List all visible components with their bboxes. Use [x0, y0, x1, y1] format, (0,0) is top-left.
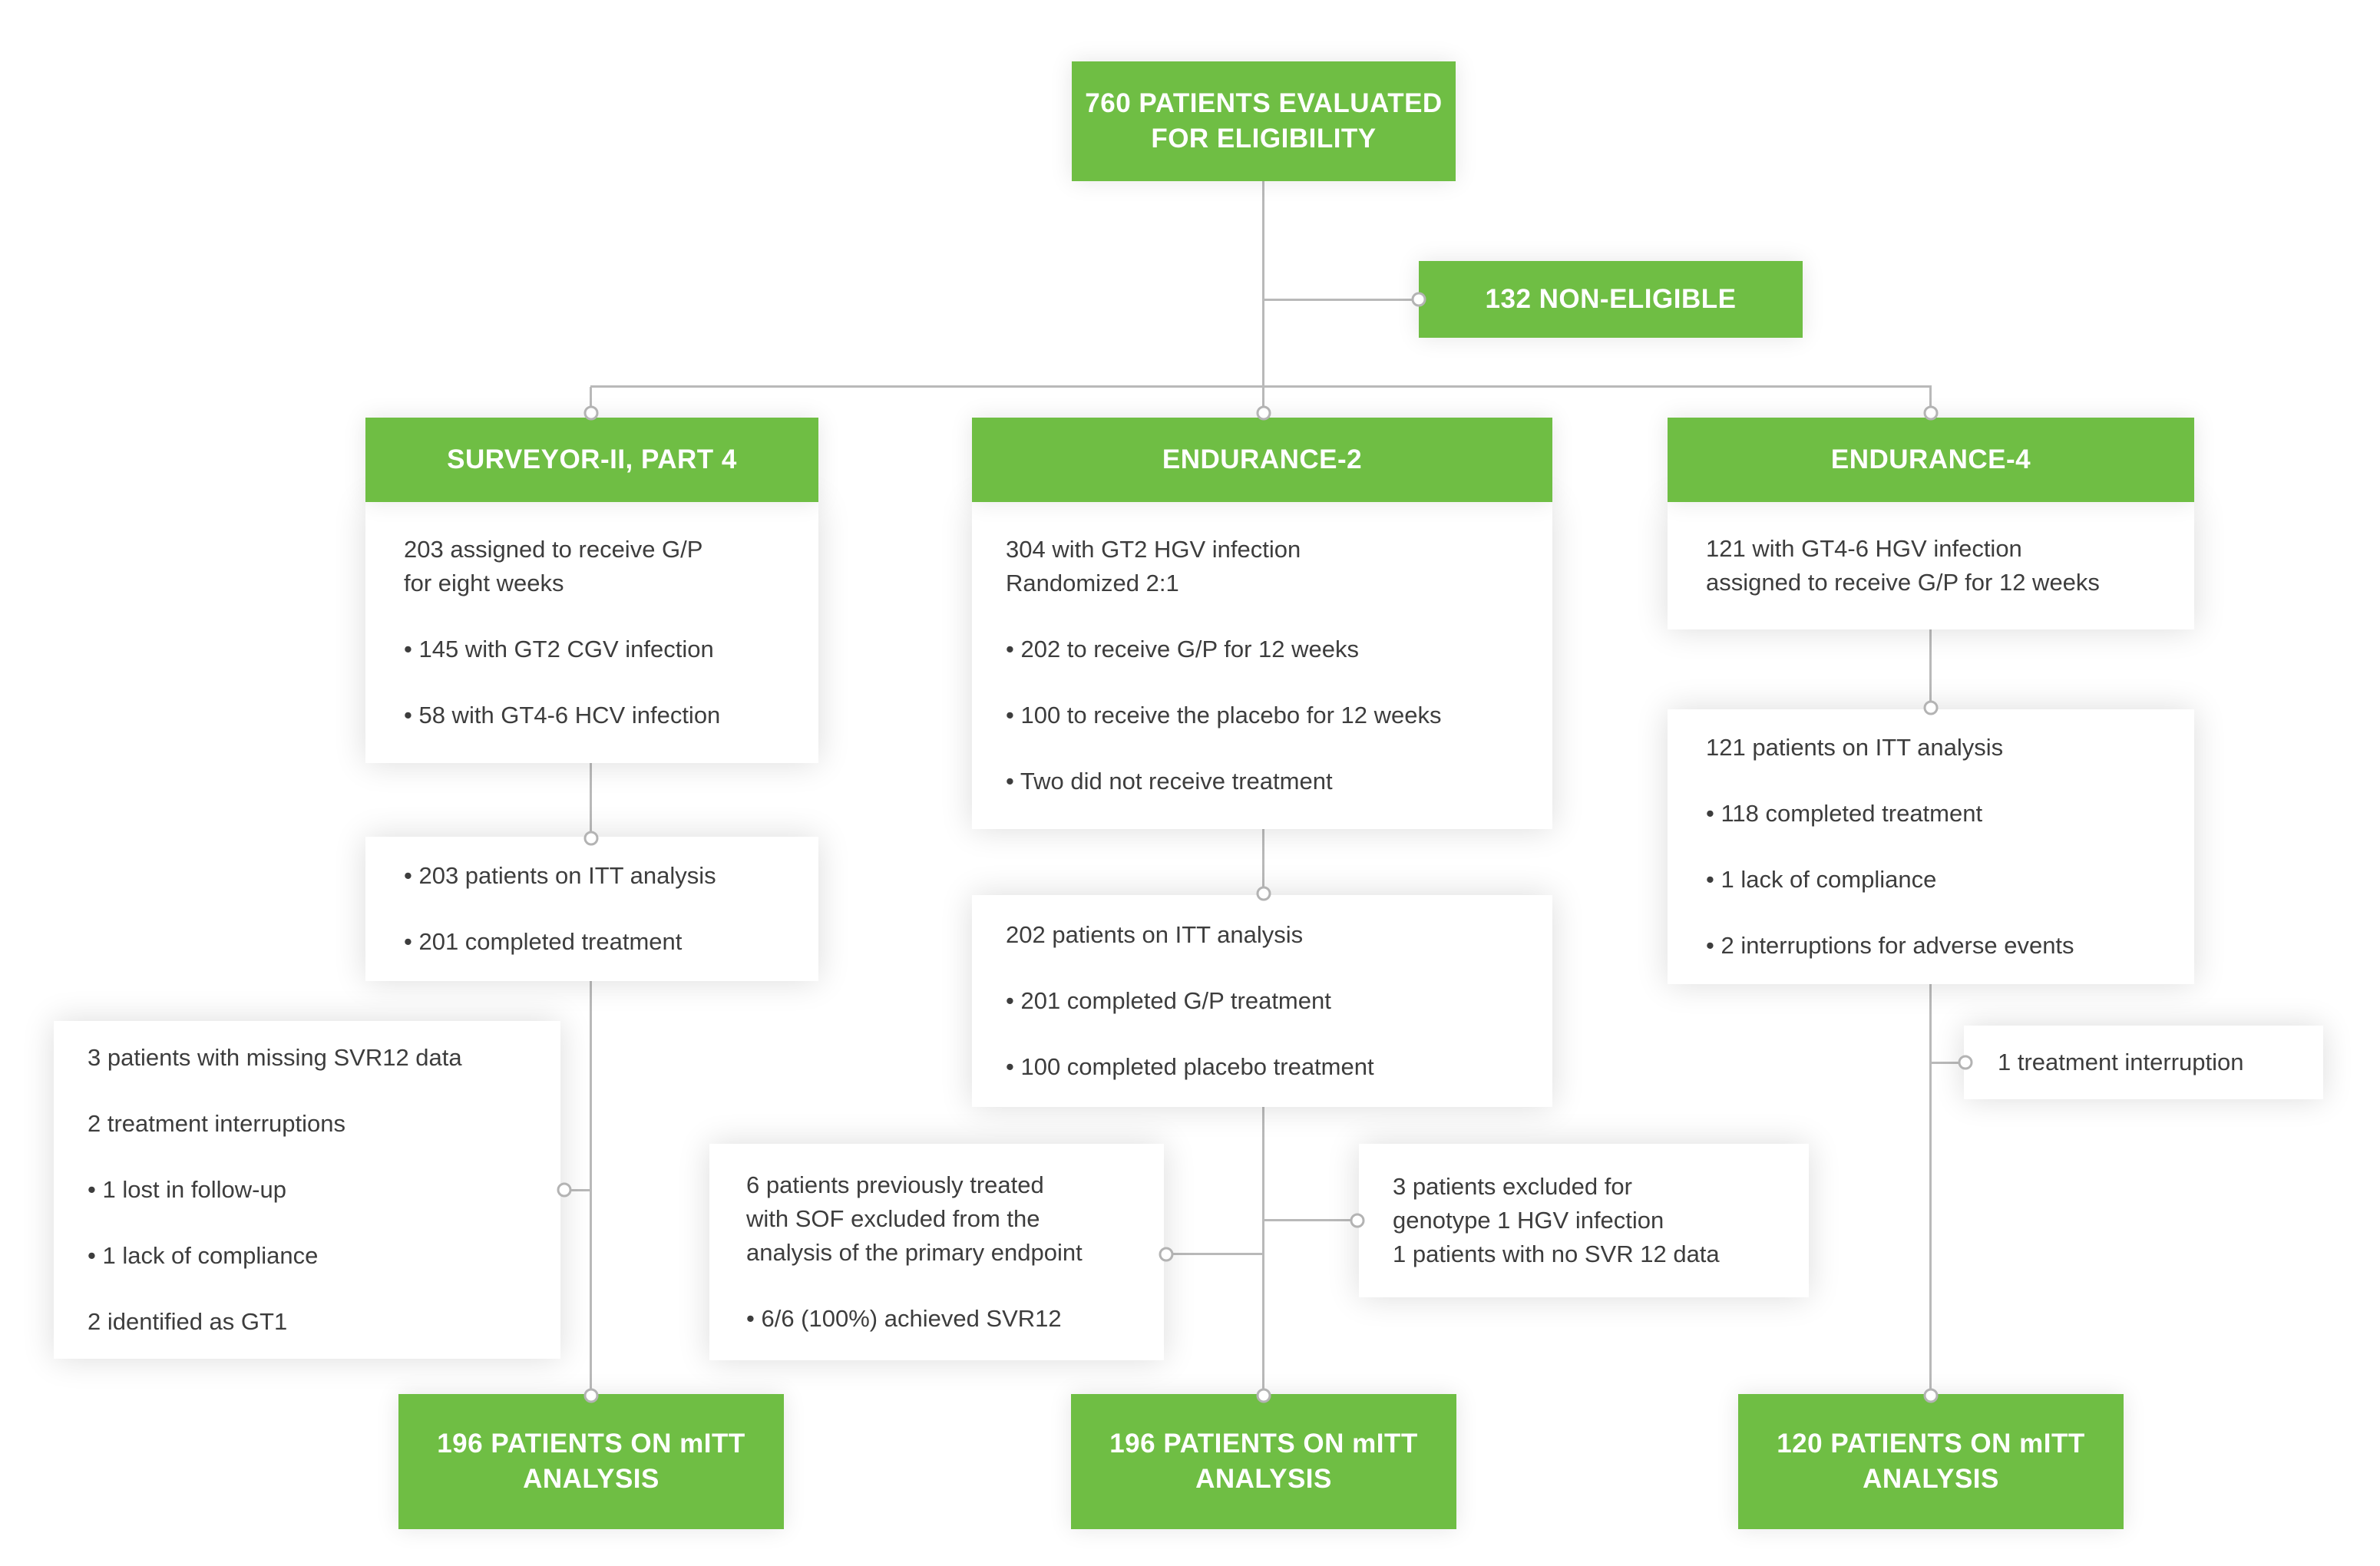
bullet-line: • 100 to receive the placebo for 12 week…: [1006, 702, 1442, 728]
non-eligible-box: 132 NON-ELIGIBLE: [1419, 261, 1803, 338]
text-line: 2 identified as GT1: [88, 1308, 288, 1335]
bullet-line: • 58 with GT4-6 HCV infection: [404, 702, 721, 728]
text-line: 203 assigned to receive G/P for eight we…: [404, 536, 703, 596]
connector-line: [1164, 1253, 1264, 1255]
bullet-line: • 1 lost in follow-up: [88, 1176, 286, 1203]
text-line: 202 patients on ITT analysis: [1006, 921, 1304, 948]
endurance4-interruption-box: 1 treatment interruption: [1964, 1026, 2323, 1099]
eligibility-label: 760 PATIENTS EVALUATED FOR ELIGIBILITY: [1085, 88, 1443, 154]
bullet-line: • 100 completed placebo treatment: [1006, 1053, 1374, 1080]
bullet-line: • 2 interruptions for adverse events: [1706, 932, 2074, 959]
endurance4-itt-box: 121 patients on ITT analysis • 118 compl…: [1668, 709, 2194, 984]
text-line: 1 treatment interruption: [1998, 1049, 2244, 1075]
endurance4-mitt-label: 120 PATIENTS ON mITT ANALYSIS: [1777, 1429, 2085, 1494]
connector-line: [1262, 181, 1264, 387]
endurance2-title: ENDURANCE-2: [1162, 444, 1363, 474]
connector-line: [1264, 299, 1420, 301]
text-line: 3 patients with missing SVR12 data: [88, 1044, 462, 1071]
junction-dot: [1958, 1055, 1973, 1070]
text-line: 3 patients excluded for genotype 1 HGV i…: [1393, 1173, 1720, 1267]
endurance4-header: ENDURANCE-4: [1668, 418, 2194, 502]
endurance2-assigned-box: 304 with GT2 HGV infection Randomized 2:…: [972, 502, 1552, 829]
endurance2-itt-box: 202 patients on ITT analysis • 201 compl…: [972, 895, 1552, 1107]
endurance2-mitt-label: 196 PATIENTS ON mITT ANALYSIS: [1109, 1429, 1418, 1494]
text-line: 6 patients previously treated with SOF e…: [746, 1171, 1083, 1266]
junction-dot: [1256, 405, 1271, 421]
junction-dot: [1923, 700, 1939, 715]
connector-line: [590, 385, 1932, 388]
bullet-line: • 6/6 (100%) achieved SVR12: [746, 1305, 1062, 1332]
surveyor-mitt-box: 196 PATIENTS ON mITT ANALYSIS: [398, 1394, 784, 1529]
text-line: 2 treatment interruptions: [88, 1110, 346, 1137]
endurance2-header: ENDURANCE-2: [972, 418, 1552, 502]
bullet-line: • 145 with GT2 CGV infection: [404, 636, 714, 662]
connector-line: [1264, 1219, 1360, 1221]
text-line: 121 patients on ITT analysis: [1706, 734, 2004, 761]
junction-dot: [1159, 1247, 1174, 1262]
text-line: 304 with GT2 HGV infection Randomized 2:…: [1006, 536, 1301, 596]
endurance4-title: ENDURANCE-4: [1830, 444, 2031, 474]
surveyor-exclusions-box: 3 patients with missing SVR12 data 2 tre…: [54, 1021, 560, 1359]
junction-dot: [583, 405, 599, 421]
bullet-line: • 118 completed treatment: [1706, 800, 1983, 827]
junction-dot: [1411, 292, 1426, 307]
endurance2-gt1-box: 3 patients excluded for genotype 1 HGV i…: [1359, 1144, 1809, 1297]
endurance2-mitt-box: 196 PATIENTS ON mITT ANALYSIS: [1071, 1394, 1456, 1529]
endurance4-assigned-box: 121 with GT4-6 HGV infection assigned to…: [1668, 502, 2194, 629]
junction-dot: [583, 1388, 599, 1403]
connector-line: [1932, 1062, 1965, 1064]
junction-dot: [557, 1182, 572, 1198]
junction-dot: [1923, 405, 1939, 421]
bullet-line: • 201 completed G/P treatment: [1006, 987, 1331, 1014]
surveyor-mitt-label: 196 PATIENTS ON mITT ANALYSIS: [437, 1429, 745, 1494]
junction-dot: [1350, 1213, 1365, 1228]
surveyor-title: SURVEYOR-II, PART 4: [447, 444, 737, 474]
surveyor-itt-box: • 203 patients on ITT analysis • 201 com…: [365, 837, 818, 981]
bullet-line: • 201 completed treatment: [404, 928, 683, 955]
surveyor-header: SURVEYOR-II, PART 4: [365, 418, 818, 502]
non-eligible-label: 132 NON-ELIGIBLE: [1485, 284, 1737, 314]
bullet-line: • 1 lack of compliance: [1706, 866, 1937, 893]
bullet-line: • Two did not receive treatment: [1006, 768, 1333, 795]
endurance4-mitt-box: 120 PATIENTS ON mITT ANALYSIS: [1738, 1394, 2124, 1529]
connector-line: [560, 1189, 591, 1191]
text-line: 121 with GT4-6 HGV infection assigned to…: [1706, 535, 2100, 596]
junction-dot: [1256, 1388, 1271, 1403]
endurance2-sof-box: 6 patients previously treated with SOF e…: [709, 1144, 1164, 1360]
junction-dot: [1256, 886, 1271, 901]
bullet-line: • 202 to receive G/P for 12 weeks: [1006, 636, 1360, 662]
junction-dot: [1923, 1388, 1939, 1403]
surveyor-assigned-box: 203 assigned to receive G/P for eight we…: [365, 502, 818, 763]
bullet-line: • 203 patients on ITT analysis: [404, 862, 716, 889]
junction-dot: [583, 831, 599, 846]
eligibility-box: 760 PATIENTS EVALUATED FOR ELIGIBILITY: [1072, 61, 1456, 181]
bullet-line: • 1 lack of compliance: [88, 1242, 319, 1269]
